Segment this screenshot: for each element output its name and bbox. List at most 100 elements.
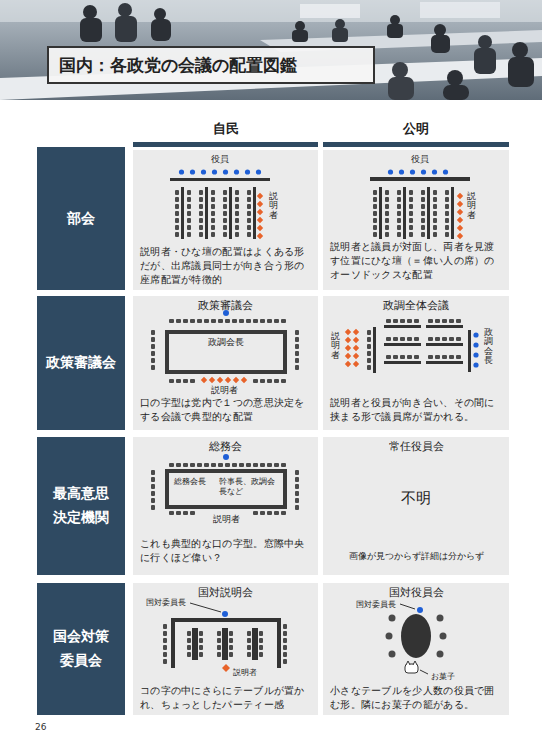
ldp-bukai-seating: [174, 189, 180, 238]
komei-kokutai-seating: [401, 614, 431, 658]
cell-panel: [323, 150, 509, 290]
ldp-bukai-seating: [253, 187, 256, 239]
komei-kokutai-seating: [420, 670, 428, 674]
banner-photo: [474, 48, 496, 74]
banner-photo: [508, 57, 534, 87]
cell-panel: [323, 583, 509, 715]
row-label-box: 最高意思決定機関: [37, 437, 125, 575]
komei-policy-seating: [427, 354, 462, 360]
panel-cell: 政策審議会口の字型は党内で１つの意思決定をする会議で典型的な配置政調会長: [133, 296, 318, 430]
ldp-kokutai-seating: [246, 630, 252, 658]
row-label-box: 部会: [37, 147, 125, 290]
cell-text: 説明者と役員が向き合い、その間に挟まる形で議員席が置かれる。: [330, 396, 502, 424]
banner-photo: [387, 24, 403, 38]
seat-label: 説明者: [233, 667, 257, 678]
cell-text: 説明者・ひな壇の配置はよくある形だが、出席議員同士が向き合う形の座席配置が特徴的: [140, 245, 312, 287]
banner-photo: [388, 77, 414, 100]
komei-bukai-seating: [385, 168, 451, 176]
row-label-box: 政策審議会: [37, 296, 125, 430]
cell-text: 国対説明会: [133, 586, 318, 600]
cell-panel: [323, 437, 509, 575]
ldp-policy-seating: [252, 378, 287, 384]
ldp-kokutai-seating: [190, 603, 221, 612]
seat-label: お菓子: [431, 671, 455, 682]
ldp-kokutai-seating: [222, 664, 230, 672]
panel-cell: 常任役員会不明画像が見つからず詳細は分からず: [323, 437, 509, 575]
ldp-policy-seating: [168, 378, 196, 384]
komei-policy-seating: [366, 329, 372, 371]
komei-policy-seating: [426, 325, 463, 328]
komei-policy-seating: [427, 318, 462, 324]
seat-label: 説明者: [196, 385, 252, 397]
komei-policy-seating: [426, 343, 463, 346]
komei-kokutai-seating: [440, 633, 447, 640]
komei-kokutai-seating: [400, 604, 415, 609]
cell-text: 不明: [323, 489, 509, 508]
ldp-bukai-seating: [186, 189, 192, 238]
komei-bukai-seating: [379, 187, 382, 239]
seat-label: 国対委員長: [146, 597, 186, 608]
komei-bukai-seating: [396, 189, 402, 238]
seat-label: 説明者: [331, 332, 340, 360]
seat-label: 説明者: [467, 192, 476, 220]
ldp-policy-seating: [150, 310, 300, 384]
panel-cell: 政調全体会議説明者と役員が向き合い、その間に挟まる形で議員席が置かれる。: [323, 296, 509, 430]
banner-photo: [154, 8, 166, 20]
banner-photo: [83, 5, 97, 19]
cell-text: 常任役員会: [323, 440, 509, 454]
banner-photo: [295, 21, 305, 31]
komei-bukai-seating: [372, 189, 378, 238]
komei-policy-seating: [472, 330, 480, 370]
banner-photo: [420, 2, 500, 18]
ldp-kokutai-seating: [198, 630, 204, 658]
ldp-soumukai-seating: [294, 469, 300, 511]
komei-bukai-seating: [403, 187, 406, 239]
row-label: 最高意思決定機関: [52, 482, 110, 530]
banner-photo: [447, 70, 463, 86]
panel-cell: 国対役員会小さなテーブルを少人数の役員で囲む形。隣にお菓子の籠がある。: [323, 583, 509, 715]
column-header-bar: [323, 142, 509, 147]
komei-kokutai-seating: [405, 664, 418, 673]
ldp-bukai-seating: [256, 192, 264, 240]
ldp-kokutai-seating: [192, 628, 198, 660]
komei-kokutai-seating: [389, 651, 396, 658]
ldp-kokutai-seating: [222, 628, 228, 660]
ldp-soumukai-seating: [150, 469, 156, 511]
banner-photo: [292, 30, 308, 42]
ldp-kokutai-seating: [216, 630, 222, 658]
banner-photo: [0, 0, 542, 100]
komei-kokutai-seating: [417, 607, 423, 613]
banner-photo: [335, 19, 345, 29]
ldp-bukai-seating: [170, 178, 270, 181]
ldp-kokutai-seating: [186, 630, 192, 658]
ldp-policy-seating: [200, 376, 248, 384]
ldp-bukai-seating: [246, 189, 252, 238]
seat-label: 国対委員長: [356, 599, 396, 610]
cell-panel: [133, 296, 318, 430]
table-label: 政調会長: [169, 336, 283, 349]
komei-kokutai-seating: [437, 651, 444, 658]
seat-label: 役員: [370, 154, 470, 166]
ldp-soumukai-seating: [150, 454, 300, 516]
row-label-box: 国会対策委員会: [37, 583, 125, 715]
ldp-bukai-seating: [198, 189, 204, 238]
banner-photo: [332, 28, 348, 42]
cell-panel: [133, 150, 318, 290]
komei-policy-seating: [385, 318, 420, 324]
banner-photo: [434, 24, 446, 36]
komei-bukai-seating: [432, 189, 438, 238]
komei-policy-seating: [427, 336, 462, 342]
column-header: 公明: [323, 120, 509, 138]
cell-panel: [133, 150, 509, 715]
banner-photo: [115, 16, 137, 42]
table-outline: 政調会長: [165, 330, 287, 374]
ldp-kokutai-seating: [252, 628, 258, 660]
banner-photo: [478, 35, 492, 49]
cell-text: 口の字型は党内で１つの意思決定をする会議で典型的な配置: [140, 396, 312, 424]
komei-bukai-seating: [370, 168, 470, 240]
komei-policy-seating: [384, 361, 421, 364]
row-label: 政策審議会: [46, 351, 116, 375]
ldp-soumukai-seating: [168, 462, 287, 468]
column-header: 自民: [133, 120, 318, 138]
komei-policy-seating: [384, 325, 421, 328]
